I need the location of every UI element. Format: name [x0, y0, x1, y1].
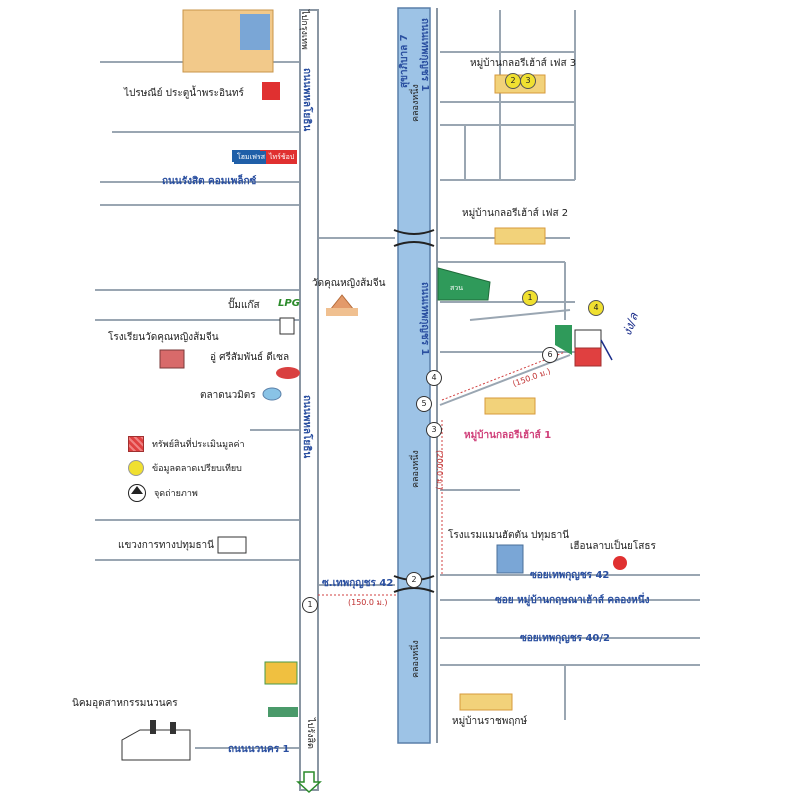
- distance-label-3: (150.0 ม.): [348, 598, 388, 607]
- legend-property-label: ทรัพย์สินที่ประเมินมูลค่า: [152, 440, 245, 450]
- gas-station-label: ปั๊มแก๊ส: [228, 300, 260, 311]
- road-network: [95, 10, 700, 749]
- legend-comparables-label: ข้อมูลตลาดเปรียบเทียบ: [152, 464, 242, 474]
- comparable-marker-1: 1: [522, 290, 538, 306]
- comparable-swatch-icon: [128, 460, 144, 476]
- navanakorn-label: นิคมอุตสาหกรรมนวนคร: [72, 698, 178, 709]
- photo-point-3: 3: [426, 422, 442, 438]
- park-area: [437, 267, 491, 301]
- glory1-label: หมู่บ้านกลอรีเฮ้าส์ 1: [464, 430, 552, 441]
- road-label-rangsit-complex: ถนนรังสิต คอมเพล็กซ์: [162, 176, 257, 187]
- distance-label-2: (200.0 ม.): [435, 450, 444, 490]
- shop-brand-a: โฮมเฟรส: [234, 151, 269, 164]
- subject-property: [574, 347, 602, 367]
- property-swatch-icon: [128, 436, 144, 452]
- photo-point-5: 5: [416, 396, 432, 412]
- shop-brand-b: ไทร์ช้อป: [266, 151, 298, 164]
- photo-point-2: 2: [406, 572, 422, 588]
- road-label-soi40-2: ซอยเทพกุญชร 40/2: [520, 633, 610, 644]
- green-patch: [555, 325, 572, 355]
- legend-property: ทรัพย์สินที่ประเมินมูลค่า: [128, 436, 245, 452]
- property-frame: [574, 329, 602, 349]
- wat-label: วัดคุณหญิงส้มจีน: [312, 278, 386, 289]
- photo-point-icon: [128, 484, 146, 502]
- road-label-phahonyothin-top: ถนนพหลโยธิน: [301, 68, 312, 132]
- post-office-label: ไปรษณีย์ ประตูน้ำพระอินทร์: [124, 88, 244, 99]
- road-label-soi-krit: ซอย หมู่บ้านกฤษณาเฮ้าส์ คลองหนึ่ง: [495, 595, 650, 606]
- road-label-khlong-nueng-low: คลองหนึ่ง: [411, 640, 421, 678]
- landmark-icons: [121, 9, 627, 761]
- comparable-marker-2: 2: [505, 73, 521, 89]
- glory2-label: หมู่บ้านกลอรีเฮ้าส์ เฟส 2: [462, 208, 569, 219]
- photo-point-1: 1: [302, 597, 318, 613]
- highways-office-label: แขวงการทางปทุมธานี: [118, 540, 214, 551]
- photo-point-4: 4: [426, 370, 442, 386]
- comparable-marker-3: 3: [520, 73, 536, 89]
- road-label-to-rangsit: ไปรังสิต: [305, 718, 315, 749]
- park-label: สวน: [450, 284, 463, 292]
- road-label-soi42-left: ซ.เทพกุญชร 42: [322, 578, 394, 589]
- ratchaphruek-label: หมู่บ้านราชพฤกษ์: [452, 716, 528, 727]
- restaurant-label: เฮือนลาบเป็นยโสธร: [570, 541, 656, 552]
- road-label-thep-kunchon-mid: ถนนเทพกุญชร 1: [419, 282, 430, 356]
- legend-photo-points: จุดถ่ายภาพ: [128, 484, 198, 502]
- road-label-to-bangkok: ไปกรุงเทพ: [299, 10, 309, 50]
- road-label-soi42-right: ซอยเทพกุญชร 42: [530, 570, 610, 581]
- road-label-thep-kunchon-top: ถนนเทพกุญชร 1: [419, 18, 430, 92]
- road-label-sukhaphiban7: สุขาภิบาล 7: [399, 34, 410, 88]
- glory3-label: หมู่บ้านกลอรีเฮ้าส์ เฟส 3: [470, 58, 577, 69]
- photo-point-6: 6: [542, 347, 558, 363]
- gas-brand: LPG: [278, 298, 300, 309]
- school-label: โรงเรียนวัดคุณหญิงส้มจีน: [108, 332, 219, 343]
- road-label-phahonyothin-mid: ถนนพหลโยธิน: [301, 395, 312, 459]
- legend-comparables: ข้อมูลตลาดเปรียบเทียบ: [128, 460, 242, 476]
- road-label-nawanakhon1: ถนนนวนคร 1: [228, 744, 290, 755]
- road-label-khlong-nueng-mid: คลองหนึ่ง: [411, 450, 421, 488]
- khlong-nueng-canal: [397, 7, 431, 744]
- comparable-marker-4: 4: [588, 300, 604, 316]
- hotel-label: โรงแรมแมนฮัตตัน ปทุมธานี: [448, 530, 570, 541]
- legend-photo-label: จุดถ่ายภาพ: [154, 489, 198, 499]
- market-label: ตลาดนวมิตร: [200, 390, 256, 401]
- down-arrow-icon: [296, 771, 322, 794]
- garage-label: อู่ ศรีสัมพันธ์ ดีเซล: [210, 352, 290, 363]
